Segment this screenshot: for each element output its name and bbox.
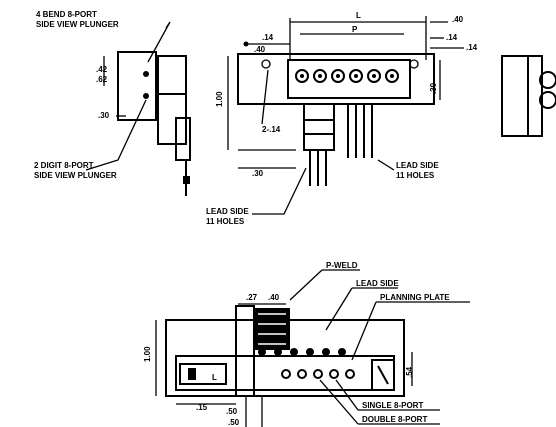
side-view-left: 4 BEND 8-PORT SIDE VIEW PLUNGER .42 .62 … (34, 10, 191, 196)
mount-hole-right (409, 59, 419, 69)
front-view: L .40 P .14 .14 .14 .40 (206, 11, 478, 226)
bottom-left-bracket (179, 363, 227, 385)
side-dim-a: .42 (96, 65, 108, 74)
dim-right-b: .14 (466, 43, 478, 52)
bottom-callout-double: DOUBLE 8-PORT (362, 415, 427, 424)
dim-top-right: .40 (452, 15, 464, 24)
bottom-weld-block (254, 308, 290, 350)
right-circle-upper (539, 71, 556, 89)
callout-front-right-line1: LEAD SIDE (396, 161, 439, 170)
right-circle-lower (539, 91, 556, 109)
front-leads (309, 104, 373, 186)
callout-front-bottom-leader (252, 167, 307, 215)
bottom-upright (235, 305, 255, 397)
dim-hole: 2-.14 (262, 125, 281, 134)
bottom-callout-double-leader (319, 379, 359, 425)
bottom-dim-top-a: .27 (246, 293, 258, 302)
side-plunger (175, 117, 191, 161)
callout-top-leader (147, 21, 171, 63)
dim-left-dot (243, 41, 249, 47)
bottom-dim-mid: .50 (226, 407, 238, 416)
dim-pitch: P (352, 25, 358, 34)
bottom-left-tab (188, 368, 196, 380)
bottom-dim-right: .54 (405, 366, 414, 378)
bottom-callout-plate-leader (351, 301, 377, 361)
bottom-pins-lower (281, 369, 355, 379)
bottom-bracket-label: L (212, 373, 217, 382)
bottom-view: P-WELD LEAD SIDE PLANNING PLATE .27 .40 (143, 261, 470, 427)
side-dim-b: .62 (96, 75, 108, 84)
side-pin-lower (143, 93, 149, 99)
side-dim-c: .30 (98, 111, 110, 120)
dim-overall: L (356, 11, 361, 20)
bottom-callout-lead-leader (325, 287, 353, 331)
bottom-dim-height: 1.00 (143, 346, 152, 362)
dim-bottom-offset: .30 (252, 169, 264, 178)
bottom-dim-top-b: .40 (268, 293, 280, 302)
bottom-dim-left: .15 (196, 403, 208, 412)
bottom-callout-single-leader (335, 379, 359, 411)
callout-front-bottom-line2: 11 HOLES (206, 217, 245, 226)
callout-bottom-leader (85, 99, 147, 171)
front-body (237, 53, 435, 105)
side-lead-tab (183, 176, 190, 184)
callout-front-bottom-line1: LEAD SIDE (206, 207, 249, 216)
callout-front-right-leader (377, 159, 395, 171)
bottom-callout-weld-leader (289, 269, 323, 301)
callout-bottom-line2: SIDE VIEW PLUNGER (34, 171, 117, 180)
bottom-callout-single: SINGLE 8-PORT (362, 401, 423, 410)
dim-left-a: .14 (262, 33, 274, 42)
bottom-right-block (371, 359, 395, 391)
front-pin-row (295, 69, 399, 83)
callout-bottom-line1: 2 DIGIT 8-PORT (34, 161, 94, 170)
mount-hole-left (261, 59, 271, 69)
side-body-right (157, 55, 187, 145)
bottom-weld-hatch (258, 313, 286, 345)
bottom-pins-upper (258, 348, 346, 356)
dim-hole-leader (261, 69, 269, 125)
dim-left-small: .40 (254, 45, 266, 54)
right-body (501, 55, 543, 137)
bottom-dim-low: .50 (228, 418, 240, 427)
bottom-callout-weld: P-WELD (326, 261, 358, 270)
side-pin-upper (143, 71, 149, 77)
callout-top-line2: SIDE VIEW PLUNGER (36, 20, 119, 29)
front-inner (287, 59, 411, 99)
dim-right-vertical: .30 (429, 82, 438, 94)
dim-height: 1.00 (215, 91, 224, 107)
callout-front-right-line2: 11 HOLES (396, 171, 435, 180)
bottom-right-slash (377, 365, 389, 385)
front-plunger-column (303, 103, 335, 151)
bottom-callout-lead: LEAD SIDE (356, 279, 399, 288)
side-view-right (501, 55, 556, 137)
side-body-left (117, 51, 157, 121)
bottom-callout-plate: PLANNING PLATE (380, 293, 450, 302)
dim-right-a: .14 (446, 33, 458, 42)
callout-top-line1: 4 BEND 8-PORT (36, 10, 97, 19)
